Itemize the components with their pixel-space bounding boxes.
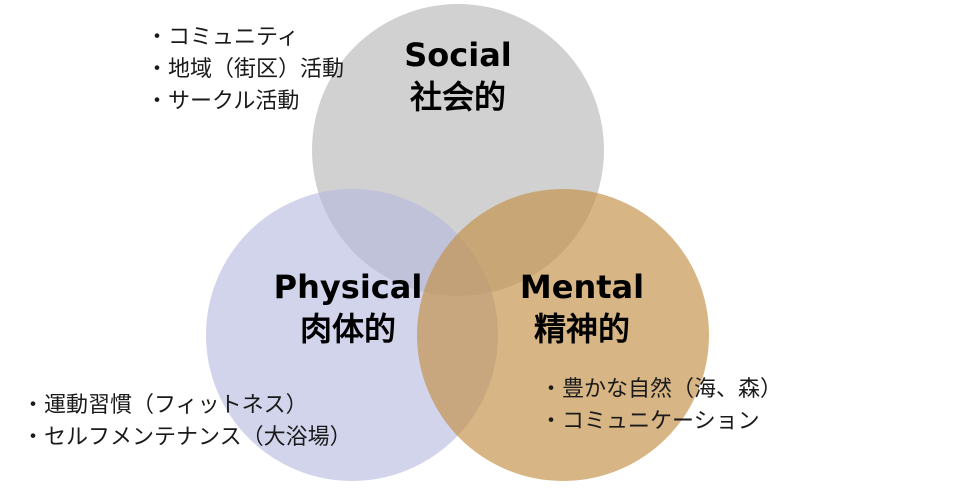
mental-notes: 豊かな自然（海、森） コミュニケーション bbox=[540, 374, 782, 438]
physical-title-en: Physical bbox=[273, 268, 423, 306]
social-note: サークル活動 bbox=[146, 86, 344, 118]
mental-note: 豊かな自然（海、森） bbox=[540, 374, 782, 406]
social-note: 地域（街区）活動 bbox=[146, 54, 344, 86]
physical-title-ja: 肉体的 bbox=[299, 310, 397, 348]
physical-note: 運動習慣（フィットネス） bbox=[22, 390, 352, 422]
social-title-en: Social bbox=[404, 36, 512, 74]
mental-title: Mental 精神的 bbox=[520, 266, 644, 350]
mental-title-ja: 精神的 bbox=[533, 310, 630, 348]
physical-note: セルフメンテナンス（大浴場） bbox=[22, 422, 352, 454]
social-title-ja: 社会的 bbox=[409, 78, 506, 116]
mental-note: コミュニケーション bbox=[540, 406, 782, 438]
social-notes: コミュニティ 地域（街区）活動 サークル活動 bbox=[146, 22, 344, 118]
mental-title-en: Mental bbox=[519, 268, 645, 306]
physical-title: Physical 肉体的 bbox=[274, 266, 423, 350]
social-note: コミュニティ bbox=[146, 22, 344, 54]
social-title: Social 社会的 bbox=[404, 34, 512, 118]
physical-notes: 運動習慣（フィットネス） セルフメンテナンス（大浴場） bbox=[22, 390, 352, 454]
